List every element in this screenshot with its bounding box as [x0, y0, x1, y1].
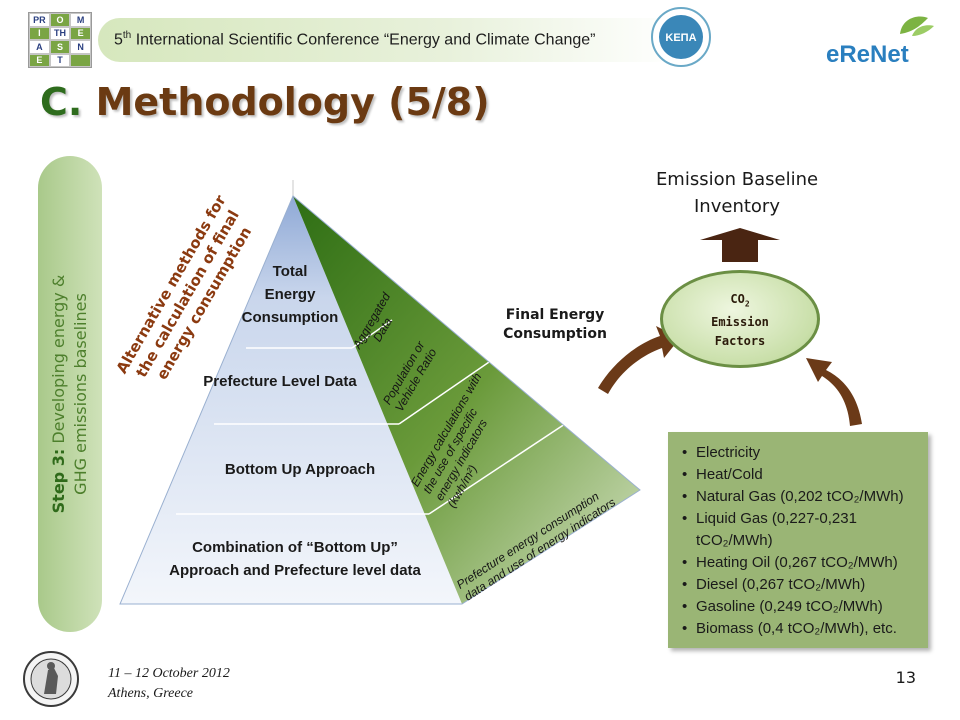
fuel-item: Gasoline (0,249 tCO₂/MWh) [682, 596, 920, 618]
logo-letter: I [29, 26, 50, 40]
conference-banner [98, 18, 678, 62]
emission-baseline-inventory: Emission Baseline Inventory [655, 169, 819, 217]
logo-letter [70, 53, 91, 67]
kepa-logo: ΚΕΠΑ [651, 7, 711, 67]
fuel-item: Electricity [682, 442, 920, 464]
title-text: Methodology (5/8) [95, 80, 490, 124]
pyramid-level-total: Total Energy Consumption [241, 263, 339, 326]
slide-title: C. Methodology (5/8) [40, 80, 490, 124]
conference-title: 5th International Scientific Conference … [114, 30, 596, 49]
title-prefix: C. [40, 80, 83, 124]
pyramid-side-divider [428, 417, 575, 515]
co2-emission-factors-ellipse [660, 270, 820, 368]
arrow-to-co2 [598, 326, 680, 394]
fuel-list-box: Electricity Heat/Cold Natural Gas (0,202… [668, 432, 928, 648]
prometheas-logo: PR O M I TH E A S N E T [28, 12, 92, 68]
pyramid-level-prefecture: Prefecture Level Data [203, 373, 357, 390]
fuel-item: Heating Oil (0,267 tCO₂/MWh) [682, 552, 920, 574]
logo-letter: O [49, 13, 71, 27]
fuel-item: Heat/Cold [682, 464, 920, 486]
logo-letter: S [49, 40, 71, 54]
logo-letter: T [49, 53, 71, 67]
logo-letter: E [70, 26, 91, 40]
logo-letter: E [29, 53, 50, 67]
kepa-text: ΚΕΠΑ [665, 32, 696, 44]
pyramid-side-face [293, 196, 640, 604]
final-energy-label: Final Energy Consumption [503, 307, 607, 342]
arrow-up-icon [700, 228, 780, 262]
logo-letter: TH [49, 26, 71, 40]
pyramid-side-divider [398, 359, 493, 425]
fuel-item: Liquid Gas (0,227-0,231 tCO₂/MWh) [682, 508, 906, 552]
erenet-logo: eReNet [826, 16, 934, 68]
fuel-item: Natural Gas (0,202 tCO₂/MWh) [682, 486, 920, 508]
logo-letter: M [70, 13, 91, 27]
arrow-from-fuels [806, 358, 862, 426]
pyramid-level-bottom-up: Bottom Up Approach [224, 461, 376, 478]
page-number: 13 [895, 668, 916, 687]
pyramid-level-combination: Combination of “Bottom Up” Approach and … [169, 539, 421, 579]
pyramid-front-face [120, 196, 462, 604]
logo-letter: PR [29, 13, 50, 27]
logo-letter: N [70, 40, 91, 54]
university-seal-icon [23, 651, 79, 707]
co2-emission-factors-label: CO2 Emission Factors [711, 292, 769, 349]
fuel-list: Electricity Heat/Cold Natural Gas (0,202… [668, 432, 928, 640]
fuel-item: Diesel (0,267 tCO₂/MWh) [682, 574, 920, 596]
step-pill [38, 156, 102, 632]
fuel-item: Biomass (0,4 tCO₂/MWh), etc. [682, 618, 920, 640]
pyramid-side-divider [351, 319, 393, 349]
conference-dates: 11 – 12 October 2012 Athens, Greece [108, 666, 230, 701]
logo-letter: A [29, 40, 50, 54]
erenet-text: eReNet [826, 41, 909, 68]
